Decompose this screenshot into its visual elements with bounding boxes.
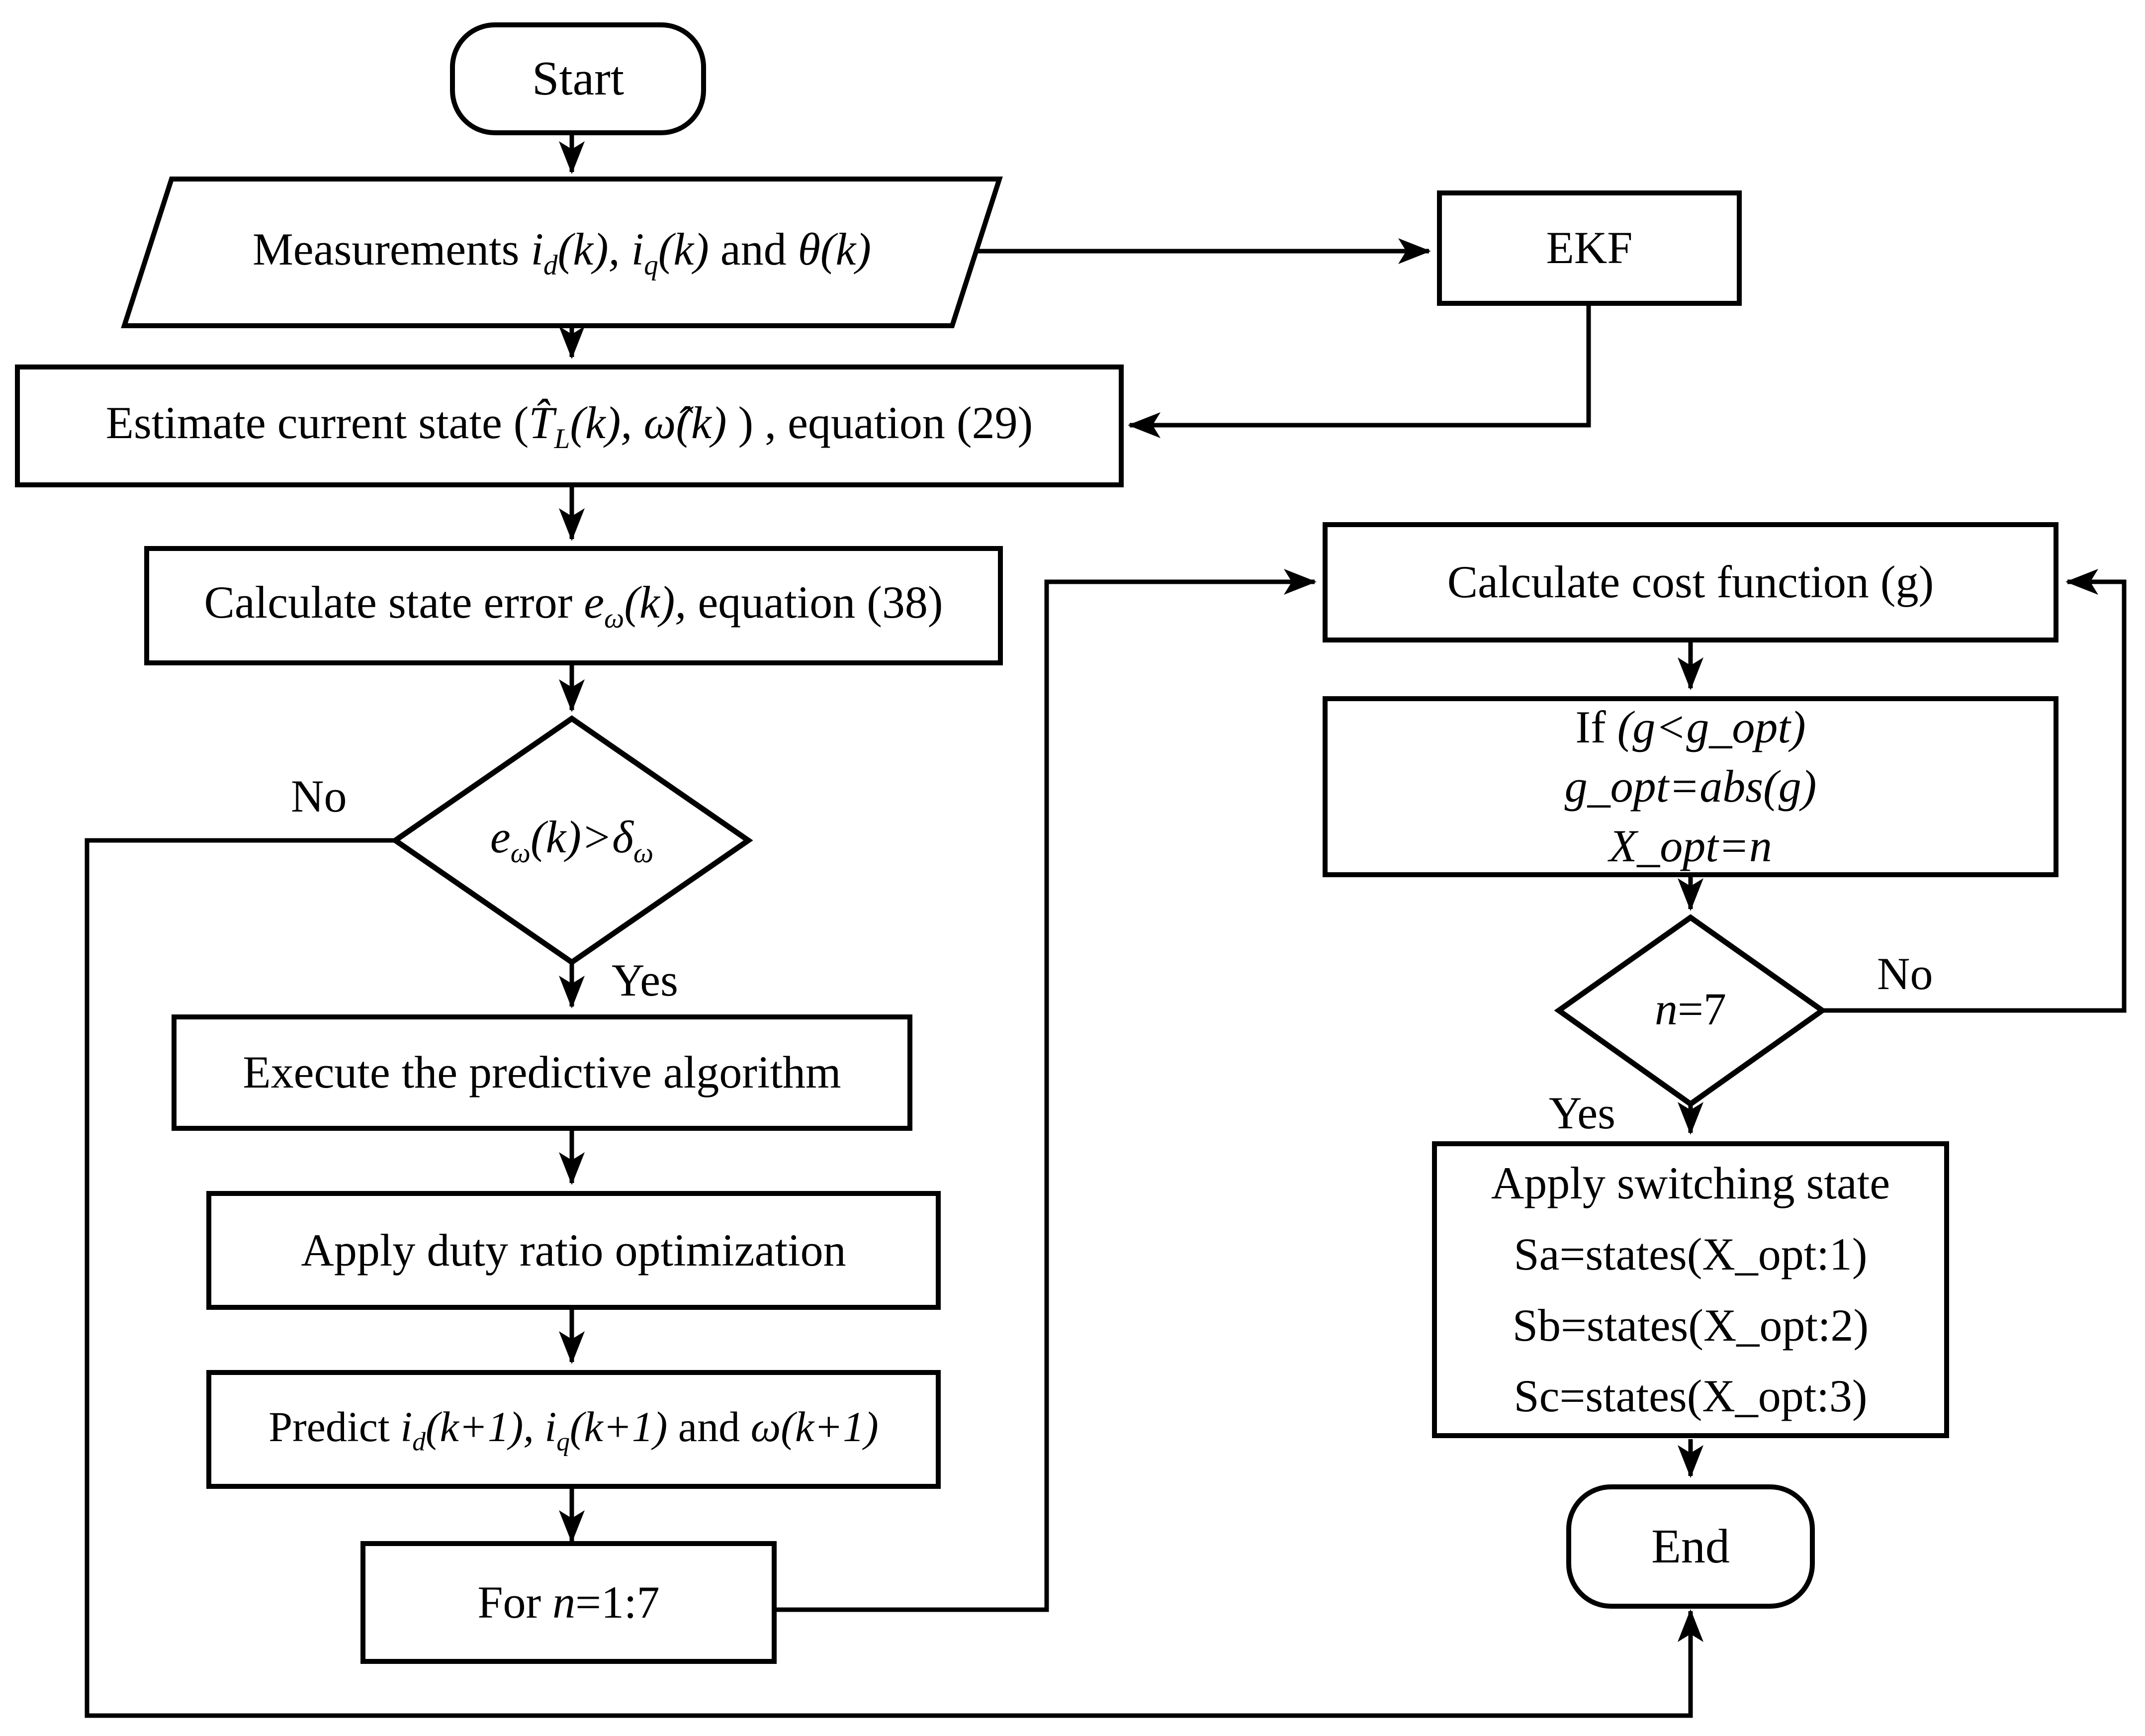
execute-process: Execute the predictive algorithm bbox=[172, 1014, 912, 1131]
apply-switching-line2: Sa=states(X_opt:1) bbox=[1514, 1228, 1868, 1279]
if-update-line1: If (g<g_opt) bbox=[1575, 701, 1806, 752]
cost-function-process: Calculate cost function (g) bbox=[1323, 522, 2058, 642]
measurements-io: Measurements id(k), iq(k) and θ(k) bbox=[139, 184, 984, 321]
n-check-decision: n=7 bbox=[1581, 940, 1800, 1079]
measurements-label: Measurements id(k), iq(k) and θ(k) bbox=[252, 223, 872, 281]
edge-ekf-estimate bbox=[1128, 306, 1591, 438]
apply-switching-line1: Apply switching state bbox=[1491, 1158, 1890, 1209]
edge-errorcheck-no-end bbox=[85, 838, 1703, 1718]
if-update-process: If (g<g_opt) g_opt=abs(g) X_opt=n bbox=[1323, 696, 2058, 877]
state-error-process: Calculate state error eω(k), equation (3… bbox=[144, 546, 1003, 665]
start-label: Start bbox=[532, 52, 625, 106]
predict-process: Predict id(k+1), iq(k+1) and ω(k+1) bbox=[206, 1370, 941, 1489]
n-check-diamond-shape bbox=[1554, 914, 1827, 1107]
duty-ratio-process: Apply duty ratio optimization bbox=[206, 1191, 941, 1310]
if-update-line2: g_opt=abs(g) bbox=[1564, 761, 1817, 812]
error-check-decision: eω(k)>δω bbox=[423, 761, 721, 920]
start-terminator: Start bbox=[450, 22, 706, 135]
predict-label: Predict id(k+1), iq(k+1) and ω(k+1) bbox=[268, 1402, 879, 1457]
if-update-line3: X_opt=n bbox=[1609, 820, 1772, 871]
ekf-label: EKF bbox=[1546, 222, 1633, 274]
duty-ratio-label: Apply duty ratio optimization bbox=[301, 1224, 846, 1276]
for-loop-process: For n=1:7 bbox=[360, 1541, 777, 1664]
end-terminator: End bbox=[1566, 1484, 1815, 1609]
n-check-yes-label: Yes bbox=[1549, 1088, 1615, 1138]
apply-switching-line4: Sc=states(X_opt:3) bbox=[1514, 1371, 1868, 1422]
state-error-label: Calculate state error eω(k), equation (3… bbox=[204, 577, 943, 635]
for-loop-label: For n=1:7 bbox=[477, 1576, 660, 1628]
execute-label: Execute the predictive algorithm bbox=[243, 1047, 841, 1098]
n-check-label: n=7 bbox=[1655, 984, 1726, 1035]
estimate-state-label: Estimate current state (T̂L(k), ω̂(k) ) … bbox=[105, 397, 1033, 455]
cost-function-label: Calculate cost function (g) bbox=[1447, 556, 1934, 608]
error-check-diamond-shape bbox=[390, 715, 753, 966]
measurements-parallelogram-shape bbox=[121, 177, 1003, 328]
error-check-label: eω(k)>δω bbox=[490, 812, 654, 869]
estimate-state-process: Estimate current state (T̂L(k), ω̂(k) ) … bbox=[15, 365, 1124, 487]
edge-for-cost bbox=[777, 569, 1317, 1612]
edge-ncheck-no-loop bbox=[1823, 569, 2127, 1013]
error-check-no-label: No bbox=[291, 771, 347, 822]
apply-switching-process: Apply switching state Sa=states(X_opt:1)… bbox=[1432, 1141, 1949, 1438]
end-label: End bbox=[1651, 1519, 1730, 1573]
error-check-yes-label: Yes bbox=[612, 955, 678, 1005]
apply-switching-line3: Sb=states(X_opt:2) bbox=[1512, 1299, 1869, 1351]
ekf-process: EKF bbox=[1437, 190, 1742, 306]
n-check-no-label: No bbox=[1877, 948, 1933, 999]
